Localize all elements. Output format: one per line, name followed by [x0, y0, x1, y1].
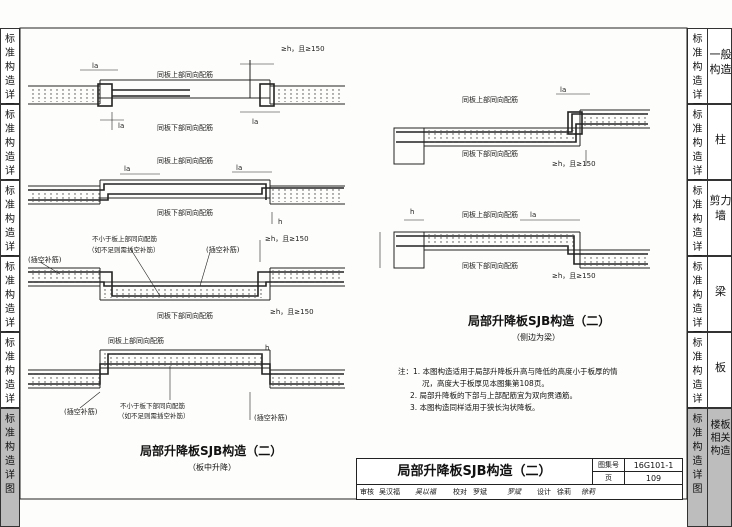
atlas-number-value: 16G101-1 — [625, 459, 682, 472]
label-right-bottom-rebar-a: 同板下部同向配筋 — [462, 149, 518, 158]
atlas-number-label: 图集号 — [593, 459, 625, 472]
label-not-less-bottom: 不小于板下部同向配筋 — [120, 401, 186, 410]
left-drawing-subtitle: （板中升降） — [188, 463, 236, 472]
right-drawing-subtitle: （侧边为梁） — [512, 333, 560, 342]
right-drawing-title: 局部升降板SJB构造（二） — [468, 314, 611, 328]
checker-name: 罗斌 — [473, 488, 487, 496]
detail-left-2 — [28, 171, 345, 224]
notes-prefix: 注： — [398, 367, 413, 376]
label-not-less-top-note: （如不足则需插空补筋） — [88, 245, 160, 254]
checker-signature: 罗斌 — [507, 488, 521, 496]
reviewer-signature: 吴以福 — [415, 488, 436, 496]
label-insert-rebar-3a: (插空补筋) — [28, 255, 62, 264]
detail-right-a — [393, 93, 650, 166]
label-la-2b: la — [236, 164, 242, 172]
left-tab-strip: 标准构造详图 标准构造详图 标准构造详图 标准构造详图 标准构造详图 标准构造详… — [0, 28, 20, 527]
detail-left-4 — [28, 349, 345, 420]
note-1: 1. 本图构造适用于局部升降板升高与降低的高度小于板厚的情 — [413, 367, 618, 376]
label-h-dim-3: ≥h，且≥150 — [265, 235, 309, 243]
page-number: 109 — [625, 472, 682, 485]
label-bottom-rebar-1: 同板下部同向配筋 — [157, 123, 213, 132]
right-tab-category: 楼板相关构造 — [710, 420, 731, 457]
label-top-rebar-1: 同板上部同向配筋 — [157, 70, 213, 79]
right-tab-column[interactable]: 标准构造详图 柱 — [687, 104, 732, 191]
left-tab-4[interactable]: 标准构造详图 — [0, 256, 20, 343]
label-top-rebar-4: 同板上部同向配筋 — [108, 336, 164, 345]
right-tab-slab[interactable]: 标准构造详图 板 — [687, 332, 732, 419]
right-tab-category: 剪力墙 — [709, 194, 732, 222]
detail-right-b — [379, 219, 650, 269]
label-right-la-b: la — [530, 211, 536, 219]
label-top-rebar-2: 同板上部同向配筋 — [157, 156, 213, 165]
label-bottom-rebar-2: 同板下部同向配筋 — [157, 208, 213, 217]
label-insert-rebar-4: (插空补筋) — [64, 407, 98, 416]
title-block-title: 局部升降板SJB构造（二） — [357, 459, 593, 485]
label-insert-rebar-4b: (插空补筋) — [254, 413, 288, 422]
note-3: 3. 本图构造同样适用于狭长沟状降板。 — [410, 403, 540, 412]
review-label: 审核 — [360, 488, 374, 496]
label-right-la-a: la — [560, 86, 566, 94]
label-not-less-top: 不小于板上部同向配筋 — [92, 234, 158, 243]
label-h-dim-3b: ≥h，且≥150 — [270, 308, 314, 316]
right-tab-label: 标准构造详图 — [692, 414, 703, 495]
sheet-frame — [19, 27, 688, 500]
designer-name: 徐莉 — [557, 488, 571, 496]
right-tab-slab-related[interactable]: 标准构造详图 楼板相关构造 — [687, 408, 732, 527]
label-right-h-b: h — [410, 208, 414, 216]
label-la-2a: la — [124, 165, 130, 173]
right-tab-category: 板 — [715, 361, 726, 374]
label-right-h-dim-b: ≥h，且≥150 — [552, 272, 596, 280]
check-label: 校对 — [453, 488, 467, 496]
right-tab-general[interactable]: 标准构造详图 一般构造 — [687, 28, 732, 115]
right-tab-category: 一般构造 — [709, 48, 732, 76]
detail-left-3 — [28, 240, 345, 301]
label-h-2: h — [278, 218, 282, 226]
label-right-top-rebar-b: 同板上部同向配筋 — [462, 210, 518, 219]
label-h-4: h — [265, 344, 269, 352]
notes-block: 注：1. 本图构造适用于局部升降板升高与降低的高度小于板厚的情 况，高度大于板厚… — [398, 366, 678, 414]
note-1-cont: 况，高度大于板厚见本图集第108页。 — [422, 379, 549, 388]
label-not-less-bottom-note: （如不足则需插空补筋） — [118, 411, 190, 420]
label-right-h-dim-a: ≥h，且≥150 — [552, 160, 596, 168]
right-tab-beam[interactable]: 标准构造详图 梁 — [687, 256, 732, 343]
page-label: 页 — [593, 472, 625, 485]
reviewer-name: 吴汉福 — [379, 488, 400, 496]
right-tab-strip: 标准构造详图 一般构造 标准构造详图 柱 标准构造详图 剪力墙 标准构造详图 梁… — [687, 28, 732, 527]
right-tab-category: 梁 — [715, 285, 726, 298]
label-la-1b: la — [252, 118, 258, 126]
signature-row: 审核 吴汉福 吴以福 校对 罗斌 罗斌 设计 徐莉 徐莉 — [357, 485, 682, 499]
title-block: 局部升降板SJB构造（二） 图集号 16G101-1 页 109 审核 吴汉福 … — [356, 458, 683, 500]
label-la-1a: la — [92, 62, 98, 70]
right-tab-category: 柱 — [715, 133, 726, 146]
label-la-1c: la — [118, 122, 124, 130]
designer-signature: 徐莉 — [581, 488, 595, 496]
label-right-bottom-rebar-b: 同板下部同向配筋 — [462, 261, 518, 270]
label-right-top-rebar-a: 同板上部同向配筋 — [462, 95, 518, 104]
design-label: 设计 — [537, 488, 551, 496]
left-tab-label: 标准构造详图 — [5, 414, 15, 495]
label-h-dim-1: ≥h，且≥150 — [281, 45, 325, 53]
left-drawing-title: 局部升降板SJB构造（二） — [140, 444, 283, 458]
note-2: 2. 局部升降板的下部与上部配筋宜为双向贯通筋。 — [410, 391, 578, 400]
detail-left-1 — [28, 60, 345, 130]
label-insert-rebar-3b: (插空补筋) — [206, 245, 240, 254]
label-bottom-rebar-3: 同板下部同向配筋 — [157, 311, 213, 320]
